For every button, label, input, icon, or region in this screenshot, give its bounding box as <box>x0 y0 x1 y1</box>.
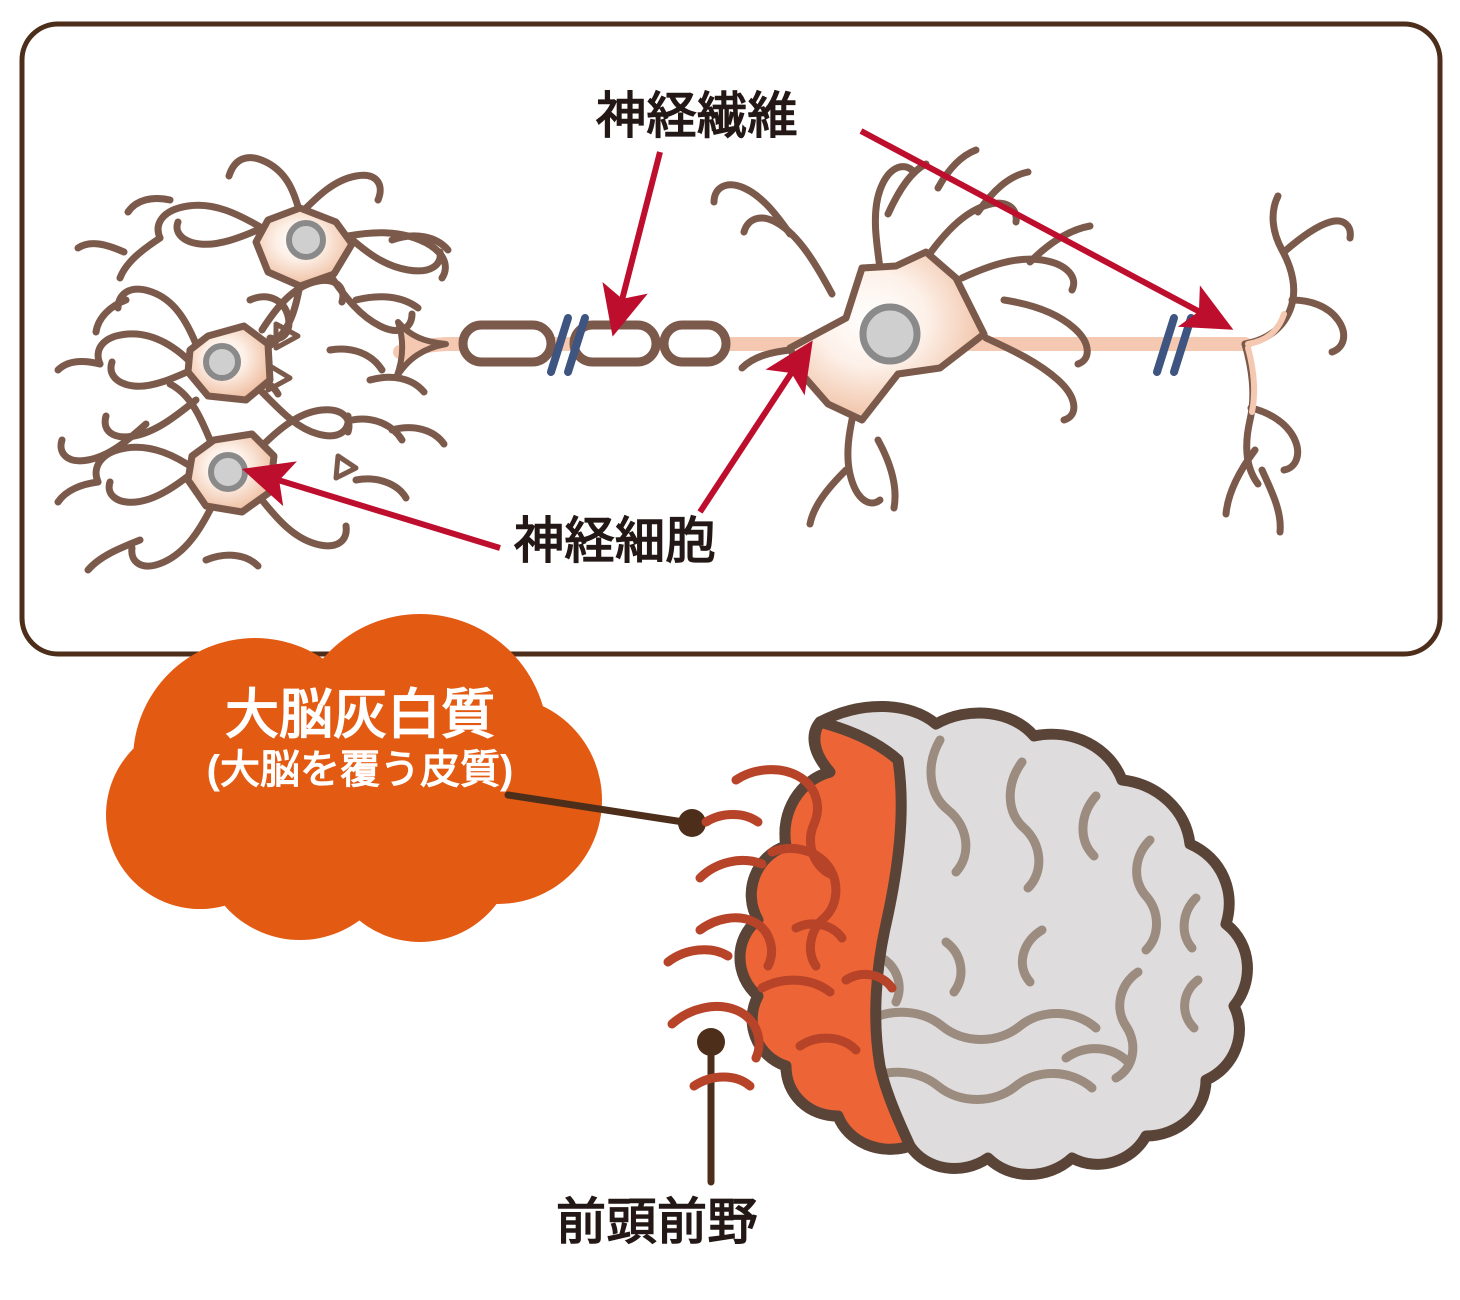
myelin-segment-1 <box>458 320 556 367</box>
arrow-nerve-fiber-left <box>602 151 663 337</box>
nucleus-right <box>859 303 921 365</box>
brain-lateral-view <box>663 701 1253 1180</box>
annotation-arrows <box>241 128 1234 551</box>
leader-callout-to-cortex <box>504 791 694 827</box>
nucleus-upper-left <box>286 220 326 260</box>
leader-dot-prefrontal <box>697 1028 725 1056</box>
label-nerve-cell: 神経細胞 <box>514 513 716 569</box>
brain-orange-sulci <box>663 765 897 1091</box>
arrow-nerve-fiber-right <box>859 128 1234 330</box>
nucleus-lower-left <box>208 452 248 492</box>
myelin-segment-3 <box>659 320 731 367</box>
neuron-cluster-left <box>54 154 452 574</box>
axon-with-myelin <box>393 192 1354 536</box>
myelin-segment-2 <box>569 320 661 367</box>
gray-matter-callout-bubble[interactable] <box>106 614 602 942</box>
leader-lines <box>504 791 725 1186</box>
neuron-right <box>710 146 1094 528</box>
leader-dot-cortex <box>678 809 706 837</box>
arrow-nerve-cell-left <box>241 461 501 551</box>
nucleus-middle-left <box>203 343 241 381</box>
label-prefrontal-cortex: 前頭前野 <box>556 1194 758 1250</box>
arrow-nerve-cell-right <box>697 340 813 514</box>
label-nerve-fiber: 神経繊維 <box>596 88 798 144</box>
break-mark-left <box>547 314 589 376</box>
